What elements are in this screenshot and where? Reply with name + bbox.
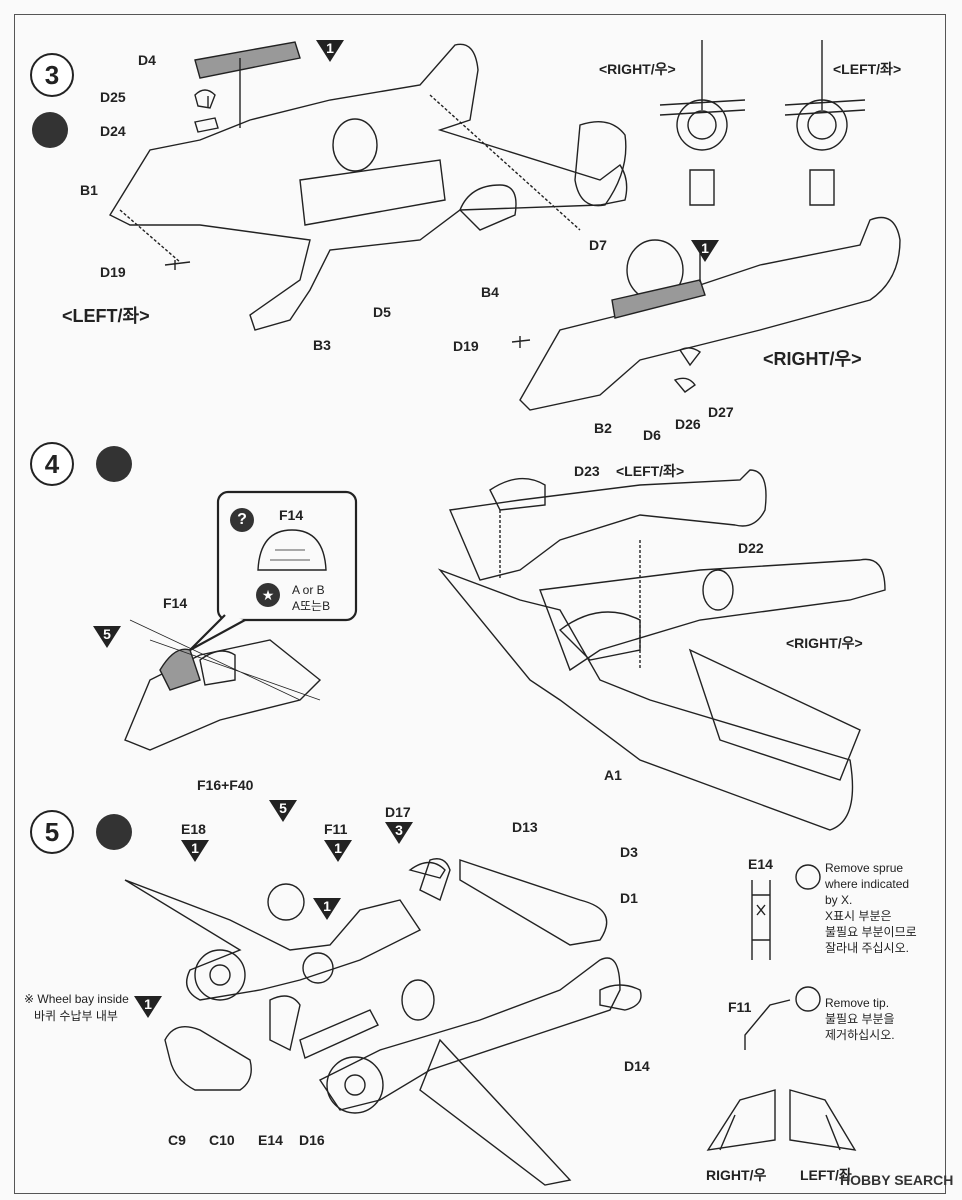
step5-bottom-views-drawing [706,1089,857,1151]
part-label-d7: D7 [589,237,607,253]
part-label-d13: D13 [512,819,538,835]
front-view-left-label: <LEFT/좌> [833,61,902,77]
step5-right-assembly-drawing [318,859,642,1186]
part-label-b1: B1 [80,182,98,198]
part-label-d17: D17 [385,804,411,820]
part-label-d5: D5 [373,304,391,320]
step4-nose-drawing [124,619,322,751]
color-ref-badge: 5 [269,800,297,822]
paint-icon [96,814,132,850]
part-label-b3: B3 [313,337,331,353]
callout-part-label: F14 [279,507,304,523]
part-label-c10: C10 [209,1132,235,1148]
part-label-d24: D24 [100,123,126,139]
star-icon: ★ [256,583,280,607]
paint-icon [32,112,68,148]
watermark: HOBBY SEARCH [840,1172,954,1188]
part-label-d26: D26 [675,416,701,432]
right-side-label: <RIGHT/우> [786,635,863,651]
color-ref-badge: 1 [313,898,341,920]
color-ref-badge: 1 [691,240,719,262]
part-label-d16: D16 [299,1132,325,1148]
part-label-d14: D14 [624,1058,650,1074]
sprue-note-text: Remove sprue where indicated by X. X표시 부… [825,861,917,955]
part-label-c9: C9 [168,1132,186,1148]
page-border [14,14,946,1194]
step4-aircraft-drawing [437,469,886,831]
part-label-b4: B4 [481,284,499,300]
color-ref-badge: 1 [316,40,344,62]
step3-front-views-drawing [659,40,866,206]
color-ref-badge: 3 [385,822,413,844]
part-label-d27: D27 [708,404,734,420]
part-label-b2: B2 [594,420,612,436]
part-label-d6: D6 [643,427,661,443]
question-icon: ? [230,508,254,532]
part-label-d1: D1 [620,890,638,906]
bottom-view-left-label: LEFT/좌 [800,1167,852,1183]
part-label-e18: E18 [181,821,206,837]
front-view-right-label: <RIGHT/우> [599,61,676,77]
tip-note-text: Remove tip. 불필요 부분을 제거하십시오. [825,996,895,1042]
paint-icon [96,446,132,482]
step-3-number: 3 [30,53,74,97]
step-5-number: 5 [30,810,74,854]
color-ref-badge: 1 [324,840,352,862]
tip-note-part: F11 [728,999,752,1015]
option-label-kr: A또는B [292,599,331,613]
part-label-a1: A1 [604,767,622,783]
step5-left-assembly-drawing [124,858,451,1091]
step3-left-fuselage-drawing [109,41,628,331]
step5-sprue-detail-drawing [744,864,821,1050]
color-ref-badge: 1 [181,840,209,862]
part-label-d3: D3 [620,844,638,860]
color-ref-badge: 5 [93,626,121,648]
part-label-d25: D25 [100,89,126,105]
right-side-label: <RIGHT/우> [763,349,862,369]
part-label-d23: D23 [574,463,600,479]
part-label-d4: D4 [138,52,156,68]
part-label-f16-f40: F16+F40 [197,777,254,793]
step4-callout-bubble-drawing [189,490,358,651]
part-label-d22: D22 [738,540,764,556]
part-label-d19: D19 [100,264,126,280]
color-ref-badge: 1 [134,996,162,1018]
part-label-e14: E14 [258,1132,283,1148]
option-label: A or B [292,583,325,597]
part-label-f11: F11 [324,821,348,837]
part-label-d19: D19 [453,338,479,354]
wheel-bay-note: ※ Wheel bay inside [24,992,129,1006]
step3-right-fuselage-drawing [511,216,901,411]
left-side-label: <LEFT/좌> [616,463,685,479]
wheel-bay-note-kr: 바퀴 수납부 내부 [34,1009,118,1023]
bottom-view-right-label: RIGHT/우 [706,1167,767,1183]
step-4-number: 4 [30,442,74,486]
part-label-f14: F14 [163,595,188,611]
sprue-note-part: E14 [748,856,773,872]
left-side-label: <LEFT/좌> [62,306,150,326]
